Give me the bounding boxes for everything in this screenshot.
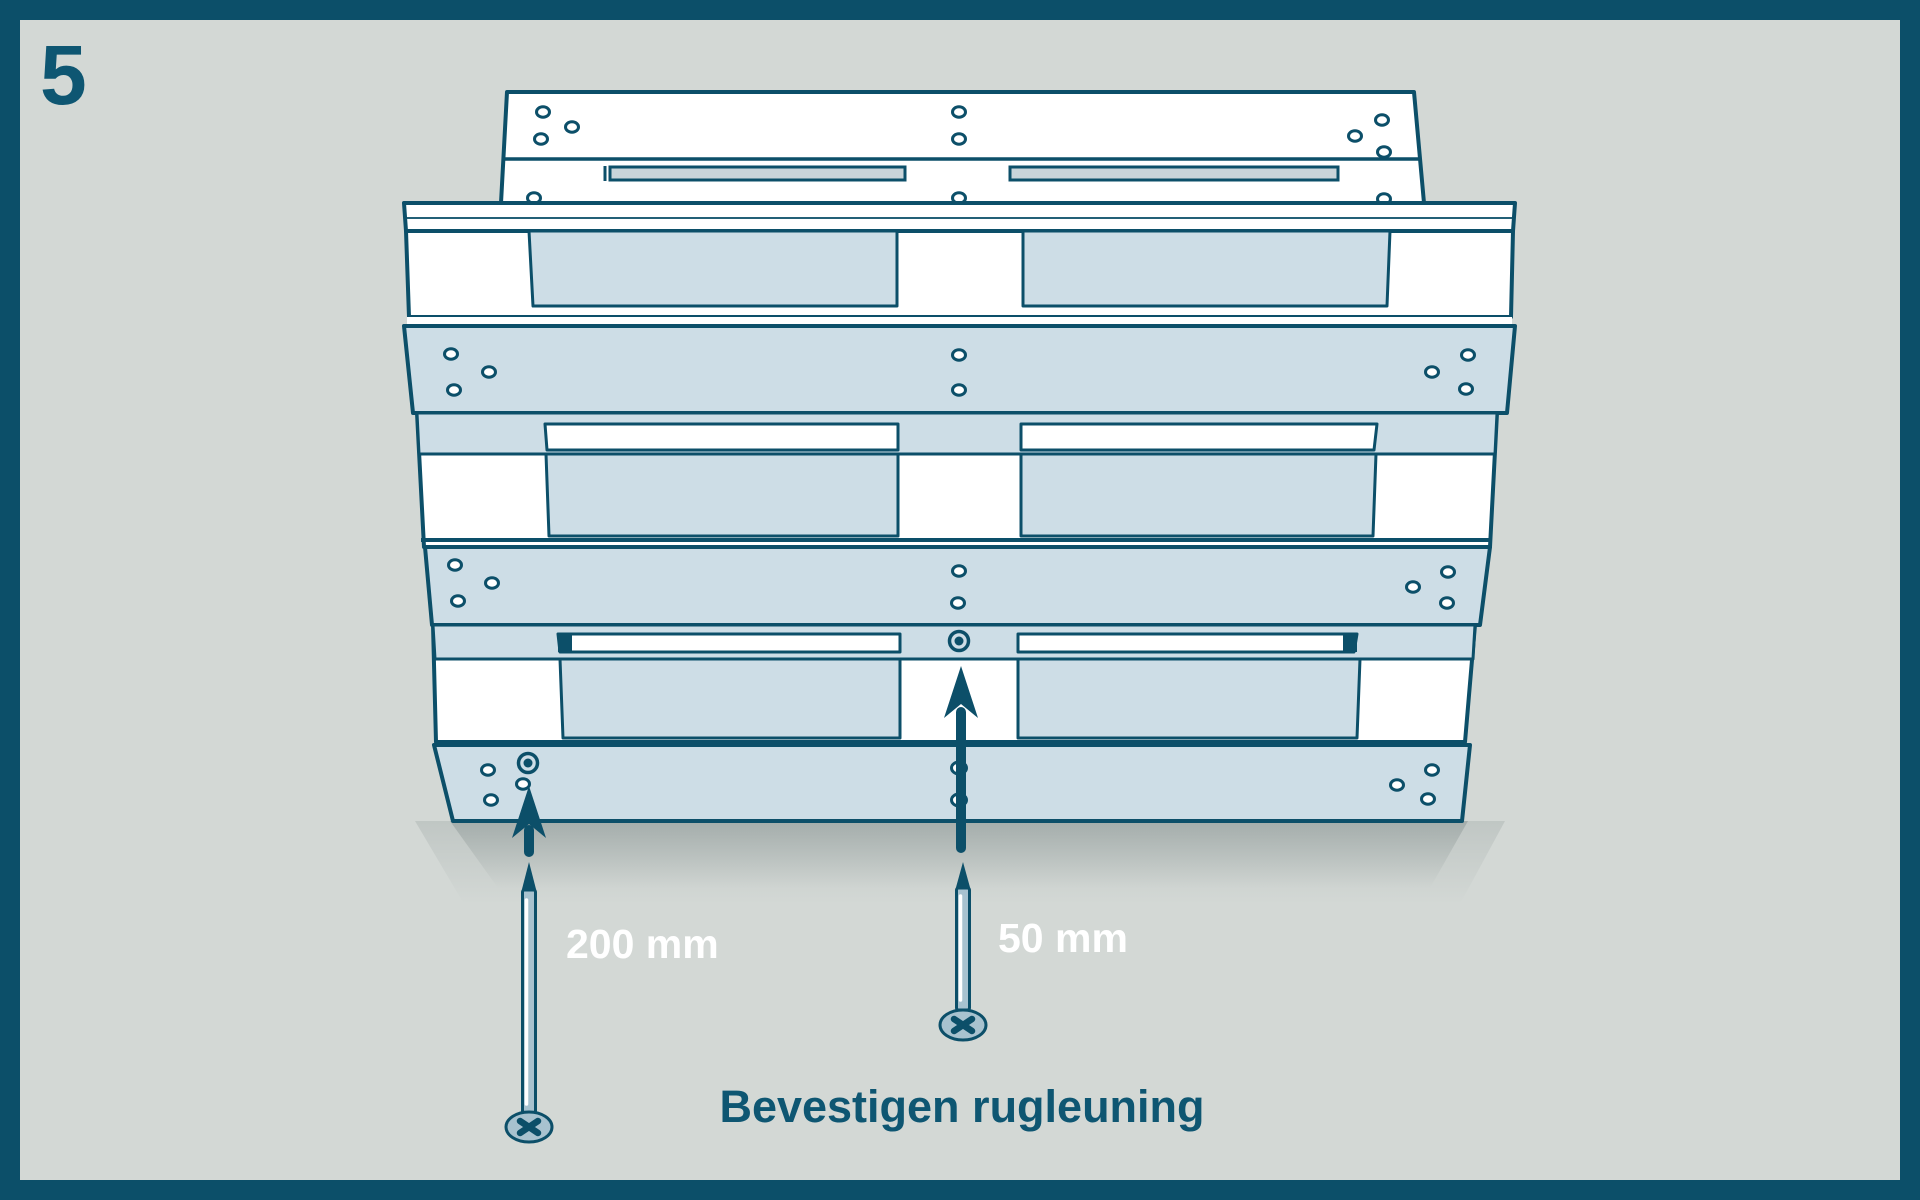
shadow-core	[450, 821, 1468, 888]
screw-hole	[951, 383, 967, 397]
screw-hole	[951, 348, 967, 362]
backrest-assembly	[499, 90, 1426, 206]
screw-hole	[564, 120, 580, 134]
screw-hole	[1347, 129, 1363, 143]
screw-tip	[955, 862, 971, 891]
arrow-50mm	[944, 666, 978, 853]
recessed-panel	[1016, 657, 1362, 740]
screw-shaft	[955, 886, 971, 1012]
stringer-board-2	[423, 545, 1492, 627]
stringer-face	[402, 324, 1517, 415]
backrest-slot	[1008, 165, 1340, 182]
bottom-rail	[432, 743, 1472, 823]
arrow-up-icon	[944, 666, 978, 718]
screw-hole	[443, 347, 459, 361]
screw-tip	[521, 862, 537, 893]
screw-hole	[1458, 382, 1474, 396]
label-screw-short: 50 mm	[998, 915, 1128, 961]
screw-hole	[1424, 365, 1440, 379]
screw-hole	[480, 763, 496, 777]
pallet-shadow	[415, 821, 1505, 904]
screw-cross-icon	[516, 1117, 542, 1137]
caption: Bevestigen rugleuning	[719, 1081, 1204, 1132]
screw-hole	[1424, 763, 1440, 777]
recessed-panel	[1019, 452, 1378, 538]
screw-hole	[483, 793, 499, 807]
screw-hole	[1389, 778, 1405, 792]
slot-window	[1019, 422, 1379, 452]
screw-hole	[1405, 580, 1421, 594]
screw-hole	[484, 576, 500, 590]
slot-window	[543, 422, 900, 452]
step-number: 5	[40, 28, 87, 122]
screw-hole	[951, 564, 967, 578]
slot-window	[556, 632, 902, 654]
block-row-1	[404, 229, 1515, 319]
label-screw-long: 200 mm	[566, 921, 719, 967]
recessed-panel	[527, 229, 899, 308]
screw-hole	[447, 558, 463, 572]
slot-end-cap	[1343, 634, 1357, 652]
screw-hole	[1374, 113, 1390, 127]
stringer-face	[423, 545, 1492, 627]
screw-head-center	[523, 758, 533, 768]
screw-50mm-icon	[938, 862, 988, 1042]
block-row-2	[415, 411, 1499, 549]
recessed-panel	[558, 657, 902, 740]
arrow-up-icon	[512, 786, 546, 838]
recessed-panel	[544, 452, 900, 538]
screw-hole	[1440, 565, 1456, 579]
screw-hole	[951, 105, 967, 119]
screw-200mm-icon	[504, 862, 554, 1144]
screw-hole	[1376, 145, 1392, 159]
screw-hole	[1420, 792, 1436, 806]
slot-end-cap	[558, 634, 572, 652]
screw-hole	[450, 594, 466, 608]
slot-window	[1016, 632, 1359, 654]
screw-hole	[951, 132, 967, 146]
screw-hole	[1460, 348, 1476, 362]
screw-hole	[535, 105, 551, 119]
screw-hole	[950, 596, 966, 610]
screw-cross-icon	[950, 1015, 976, 1035]
pallet-stack	[402, 201, 1517, 823]
screw-hole	[515, 777, 531, 791]
stringer-board-1	[402, 324, 1517, 415]
block-row-3	[431, 623, 1477, 744]
screw-head-center	[954, 636, 964, 646]
screw-hole	[533, 132, 549, 146]
screw-hole	[446, 383, 462, 397]
screw-hole	[481, 365, 497, 379]
rail-face	[432, 743, 1472, 823]
screw-shaft	[521, 888, 537, 1122]
backrest-slot	[608, 165, 907, 182]
recessed-panel	[1021, 229, 1392, 308]
screw-hole	[1439, 596, 1455, 610]
arrow-200mm	[512, 786, 546, 857]
